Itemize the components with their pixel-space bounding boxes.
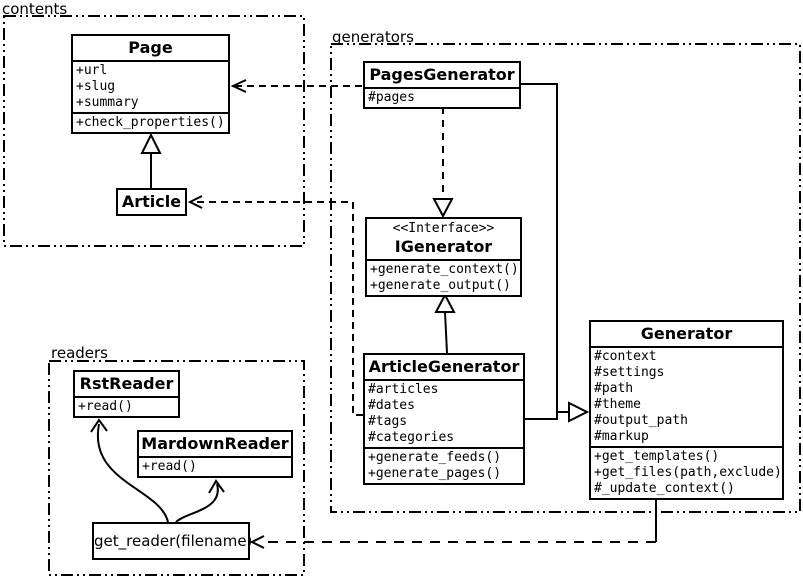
- method: +get_files(path,exclude): [594, 465, 782, 480]
- class-page-title: Page: [128, 38, 173, 57]
- class-rstreader: RstReader +read(): [73, 370, 180, 418]
- attribute: +summary: [76, 95, 139, 110]
- attribute: #context: [594, 349, 657, 364]
- class-rstreader-methods: +read(): [75, 396, 178, 416]
- attribute: #pages: [368, 90, 415, 105]
- attribute: #settings: [594, 365, 665, 380]
- class-pagesgenerator: PagesGenerator #pages: [363, 61, 521, 109]
- class-igenerator: <<Interface>> IGenerator +generate_conte…: [365, 217, 522, 297]
- attribute: #articles: [368, 382, 439, 397]
- attribute: #theme: [594, 397, 641, 412]
- method: #_update_context(): [594, 481, 735, 496]
- attribute: +url: [76, 63, 108, 78]
- attribute: #tags: [368, 414, 408, 429]
- class-pagesgenerator-attributes: #pages: [365, 87, 519, 107]
- function-box-get-reader: get_reader(filename): [92, 522, 252, 560]
- method: +generate_pages(): [368, 466, 502, 481]
- dependency-articlegenerator-to-article-line: [193, 201, 363, 416]
- class-page-methods: +check_properties(): [73, 112, 228, 132]
- class-generator: Generator #context #settings #path #them…: [589, 320, 784, 500]
- method: +read(): [78, 399, 133, 414]
- class-igenerator-methods: +generate_context() +generate_output(): [367, 259, 520, 295]
- realization-pagesgenerator-to-igenerator-arrowhead: [432, 198, 454, 219]
- package-label-contents: contents: [2, 0, 68, 18]
- uses-getreader-to-rstreader-arrowhead: [90, 418, 108, 433]
- class-igenerator-stereotype: <<Interface>>: [392, 221, 495, 236]
- dependency-generator-to-getreader-arrowhead: [249, 535, 265, 549]
- class-page: Page +url +slug +summary +check_properti…: [71, 34, 230, 134]
- method: +generate_context(): [370, 262, 519, 277]
- generalization-to-generator-arrowhead: [568, 401, 590, 423]
- dependency-pagesgenerator-to-page-arrowhead: [230, 79, 247, 93]
- class-mardownreader-methods: +read(): [139, 456, 291, 476]
- attribute: #categories: [368, 430, 455, 445]
- class-generator-title: Generator: [640, 324, 733, 343]
- uses-getreader-to-mardownreader-arrowhead: [208, 479, 225, 494]
- method: +generate_feeds(): [368, 450, 502, 465]
- method: +generate_output(): [370, 278, 511, 293]
- class-generator-attributes: #context #settings #path #theme #output_…: [591, 346, 782, 446]
- uses-getreader-to-mardownreader-line: [175, 483, 219, 523]
- attribute: #path: [594, 381, 634, 396]
- class-pagesgenerator-title: PagesGenerator: [369, 65, 515, 84]
- class-mardownreader-title: MardownReader: [141, 434, 289, 453]
- method: +check_properties(): [76, 115, 225, 130]
- class-rstreader-title: RstReader: [79, 374, 174, 393]
- class-articlegenerator: ArticleGenerator #articles #dates #tags …: [363, 353, 525, 485]
- generalization-article-to-page-arrowhead: [140, 132, 162, 154]
- package-label-readers: readers: [51, 344, 108, 362]
- class-articlegenerator-methods: +generate_feeds() +generate_pages(): [365, 447, 523, 483]
- generalization-pagesgenerator-to-generator-line: [521, 83, 569, 413]
- attribute: +slug: [76, 79, 116, 94]
- generalization-articlegenerator-to-igenerator-arrowhead: [434, 292, 456, 313]
- method: +read(): [142, 459, 197, 474]
- class-articlegenerator-title: ArticleGenerator: [368, 357, 520, 376]
- attribute: #dates: [368, 398, 415, 413]
- class-generator-methods: +get_templates() +get_files(path,exclude…: [591, 446, 782, 498]
- class-article: Article: [116, 188, 187, 216]
- class-articlegenerator-attributes: #articles #dates #tags #categories: [365, 379, 523, 447]
- class-igenerator-header: <<Interface>> IGenerator: [367, 219, 520, 259]
- attribute: #markup: [594, 429, 649, 444]
- class-page-attributes: +url +slug +summary: [73, 60, 228, 112]
- generalization-articlegenerator-to-generator-line: [525, 412, 558, 420]
- attribute: #output_path: [594, 413, 688, 428]
- method: +get_templates(): [594, 449, 720, 464]
- class-mardownreader: MardownReader +read(): [137, 430, 293, 478]
- class-article-title: Article: [121, 192, 182, 211]
- class-igenerator-title: IGenerator: [394, 237, 493, 256]
- package-label-generators: generators: [332, 28, 414, 46]
- generalization-articlegenerator-to-igenerator-line: [444, 311, 448, 354]
- dependency-articlegenerator-to-article-arrowhead: [187, 195, 203, 209]
